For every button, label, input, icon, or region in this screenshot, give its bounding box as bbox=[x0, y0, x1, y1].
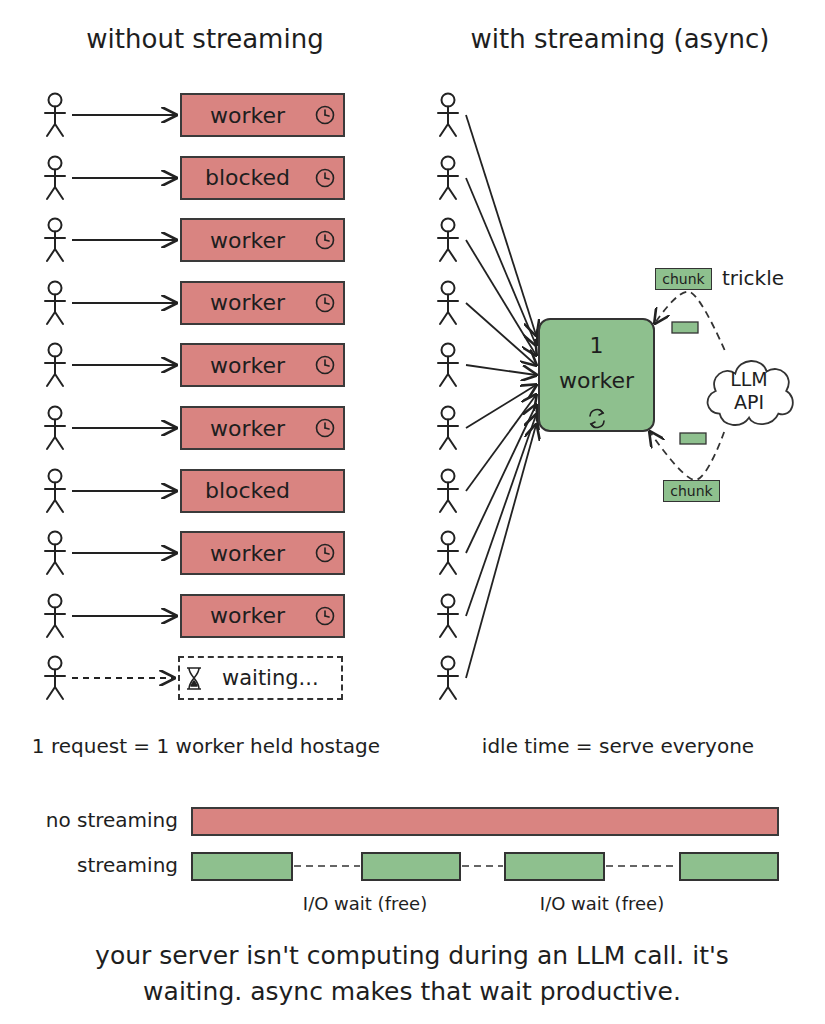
user-figure bbox=[45, 470, 65, 513]
wait-gap bbox=[606, 865, 678, 867]
text-label: streaming bbox=[6, 853, 178, 877]
user-figures bbox=[45, 94, 458, 700]
request-arrow bbox=[466, 303, 536, 365]
user-figure bbox=[45, 219, 65, 262]
request-arrow bbox=[72, 364, 176, 366]
caption: your server isn't computing during an LL… bbox=[72, 938, 752, 1010]
dashed-connector bbox=[655, 292, 725, 350]
request-arrow bbox=[466, 365, 536, 375]
worker-box: worker bbox=[180, 281, 345, 325]
blocking-bar bbox=[192, 808, 778, 835]
user-figure bbox=[438, 94, 458, 137]
user-figure bbox=[45, 532, 65, 575]
request-arrow bbox=[72, 114, 176, 116]
chunk-block bbox=[672, 322, 698, 333]
user-figure bbox=[438, 595, 458, 638]
user-figure bbox=[438, 407, 458, 450]
user-figure bbox=[45, 595, 65, 638]
chunk-box: chunk bbox=[655, 268, 712, 290]
user-figure bbox=[438, 532, 458, 575]
request-arrow bbox=[72, 239, 176, 241]
text-label: with streaming (async) bbox=[430, 24, 810, 54]
node-text: worker bbox=[210, 603, 285, 628]
busy-segment bbox=[192, 853, 292, 880]
text-label: idle time = serve everyone bbox=[440, 734, 796, 758]
node-text: worker bbox=[210, 353, 285, 378]
node-text: chunk bbox=[662, 271, 704, 287]
node-text: LLM API bbox=[730, 368, 768, 414]
node-text: worker bbox=[210, 541, 285, 566]
request-arrow bbox=[466, 425, 536, 678]
request-arrow bbox=[72, 177, 176, 179]
user-figure bbox=[438, 157, 458, 200]
user-figure bbox=[45, 344, 65, 387]
worker-box: worker bbox=[180, 406, 345, 450]
node-text: blocked bbox=[205, 165, 290, 190]
worker-box: blocked bbox=[180, 156, 345, 200]
user-figure bbox=[45, 657, 65, 700]
node-text: chunk bbox=[670, 483, 712, 499]
busy-segment bbox=[362, 853, 460, 880]
node-text: blocked bbox=[205, 478, 290, 503]
chunk-block bbox=[680, 433, 706, 444]
node-text: 1 worker bbox=[559, 328, 634, 398]
node-text: worker bbox=[210, 416, 285, 441]
request-arrow bbox=[72, 302, 176, 304]
text-label: without streaming bbox=[40, 24, 370, 54]
node-text: worker bbox=[210, 228, 285, 253]
wait-gap bbox=[294, 865, 360, 867]
busy-segment bbox=[505, 853, 604, 880]
user-figure bbox=[45, 407, 65, 450]
worker-box: worker bbox=[180, 594, 345, 638]
cloud-shape bbox=[708, 361, 793, 425]
request-arrows bbox=[72, 115, 536, 678]
worker-box: worker bbox=[180, 218, 345, 262]
node-text: waiting... bbox=[222, 666, 319, 690]
request-arrow bbox=[72, 677, 174, 679]
text-label: no streaming bbox=[6, 808, 178, 832]
user-figure bbox=[438, 282, 458, 325]
text-label: trickle bbox=[722, 266, 812, 290]
request-arrow bbox=[466, 240, 536, 355]
user-figure bbox=[438, 470, 458, 513]
user-figure bbox=[45, 94, 65, 137]
worker-box: worker bbox=[180, 531, 345, 575]
text-label: 1 request = 1 worker held hostage bbox=[6, 734, 406, 758]
dashed-connector bbox=[650, 432, 724, 480]
user-figure bbox=[45, 157, 65, 200]
api-cloud: LLM API bbox=[700, 350, 798, 432]
text-label: I/O wait (free) bbox=[502, 893, 702, 914]
request-arrow bbox=[72, 427, 176, 429]
user-figure bbox=[438, 657, 458, 700]
worker-box: blocked bbox=[180, 469, 345, 513]
wait-gap bbox=[462, 865, 503, 867]
request-arrow bbox=[466, 115, 536, 335]
request-arrow bbox=[466, 178, 536, 345]
request-arrow bbox=[466, 415, 536, 616]
request-arrow bbox=[72, 490, 176, 492]
async-worker-box: 1 worker bbox=[538, 318, 655, 432]
request-arrow bbox=[72, 552, 176, 554]
request-arrow bbox=[72, 615, 176, 617]
text-label: I/O wait (free) bbox=[265, 893, 465, 914]
user-figure bbox=[438, 219, 458, 262]
worker-box: worker bbox=[180, 343, 345, 387]
chunk-box: chunk bbox=[663, 480, 720, 502]
waiting-box: waiting... bbox=[178, 656, 343, 700]
request-arrow bbox=[466, 405, 536, 553]
small-chunks bbox=[672, 322, 706, 444]
worker-box: worker bbox=[180, 93, 345, 137]
request-arrow bbox=[466, 385, 536, 428]
user-figure bbox=[438, 344, 458, 387]
node-text: worker bbox=[210, 290, 285, 315]
timeline bbox=[192, 808, 778, 880]
busy-segment bbox=[680, 853, 778, 880]
user-figure bbox=[45, 282, 65, 325]
node-text: worker bbox=[210, 103, 285, 128]
